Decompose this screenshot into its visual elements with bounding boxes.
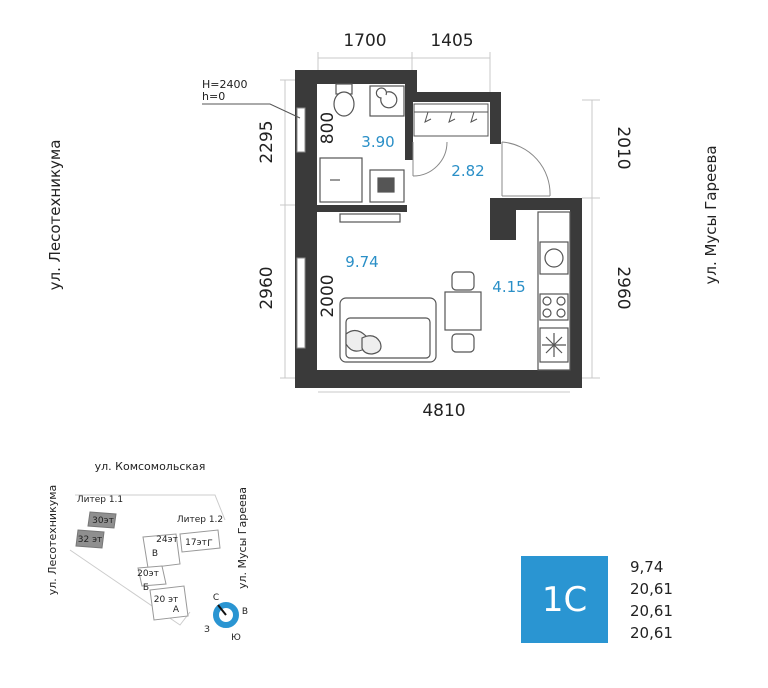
dim-inner-bath: 800 bbox=[318, 112, 338, 144]
apartment-type-badge: 1С bbox=[521, 556, 608, 643]
dim-bottom: 4810 bbox=[422, 401, 465, 421]
dim-right-upper: 2010 bbox=[613, 126, 633, 169]
room-area-living: 9.74 bbox=[345, 253, 378, 271]
dimension-lines bbox=[280, 52, 600, 393]
area-total-3: 20,61 bbox=[630, 624, 673, 642]
area-total-1: 20,61 bbox=[630, 580, 673, 598]
dim-right-lower: 2960 bbox=[613, 266, 633, 309]
height-floor: h=0 bbox=[202, 90, 225, 103]
dim-top-left: 1700 bbox=[343, 31, 386, 51]
room-area-bathroom: 3.90 bbox=[361, 133, 394, 151]
site-plan: ул. Комсомольская ул. Лесотехникума ул. … bbox=[46, 460, 249, 643]
compass-west: З bbox=[204, 625, 210, 635]
living-furniture bbox=[339, 213, 482, 363]
area-living: 9,74 bbox=[630, 558, 664, 576]
dim-left-lower: 2960 bbox=[257, 266, 277, 309]
site-section-a: А bbox=[173, 605, 180, 615]
area-total-2: 20,61 bbox=[630, 602, 673, 620]
site-section-v: В bbox=[152, 549, 158, 559]
site-liter-1-2: Литер 1.2 bbox=[177, 515, 223, 525]
bathroom-fixtures bbox=[319, 83, 405, 203]
site-floors-32: 32 эт bbox=[78, 535, 103, 545]
compass-south: Ю bbox=[231, 633, 241, 643]
site-street-top: ул. Комсомольская bbox=[95, 460, 206, 473]
site-floors-20b: 20 эт bbox=[154, 595, 179, 605]
compass-east: В bbox=[242, 607, 248, 617]
dim-left-upper: 2295 bbox=[257, 120, 277, 163]
site-floors-20a: 20эт bbox=[137, 569, 159, 579]
street-right: ул. Мусы Гареева bbox=[702, 145, 720, 284]
site-floors-24: 24эт bbox=[156, 535, 178, 545]
shelf-icon bbox=[339, 213, 401, 223]
kitchen-fixtures bbox=[537, 211, 571, 371]
site-section-g: Г bbox=[207, 539, 213, 549]
doors bbox=[412, 141, 551, 197]
dim-inner-living: 2000 bbox=[318, 274, 338, 317]
apartment-areas: 9,74 20,61 20,61 20,61 bbox=[630, 556, 673, 644]
chair-icon bbox=[451, 333, 475, 353]
site-street-left: ул. Лесотехникума bbox=[46, 485, 59, 596]
room-area-hall: 2.82 bbox=[451, 162, 484, 180]
height-ceiling: H=2400 bbox=[202, 78, 247, 91]
washer-icon bbox=[369, 85, 405, 117]
height-leader bbox=[202, 103, 301, 119]
compass-icon bbox=[213, 602, 239, 628]
table-icon bbox=[444, 291, 482, 331]
toilet-icon bbox=[333, 91, 355, 117]
dim-top-right: 1405 bbox=[430, 31, 473, 51]
site-floors-30: 30эт bbox=[92, 516, 114, 526]
site-section-b: Б bbox=[143, 583, 149, 593]
site-street-right: ул. Мусы Гареева bbox=[236, 487, 249, 589]
shower-icon bbox=[319, 157, 363, 203]
site-floors-17: 17эт bbox=[185, 538, 207, 548]
wardrobe-icon bbox=[413, 103, 489, 137]
compass-north: С bbox=[213, 593, 219, 603]
room-area-kitchen: 4.15 bbox=[492, 278, 525, 296]
site-liter-1-1: Литер 1.1 bbox=[77, 495, 123, 505]
windows bbox=[296, 107, 306, 349]
street-left: ул. Лесотехникума bbox=[46, 140, 64, 291]
chair-icon bbox=[451, 271, 475, 291]
